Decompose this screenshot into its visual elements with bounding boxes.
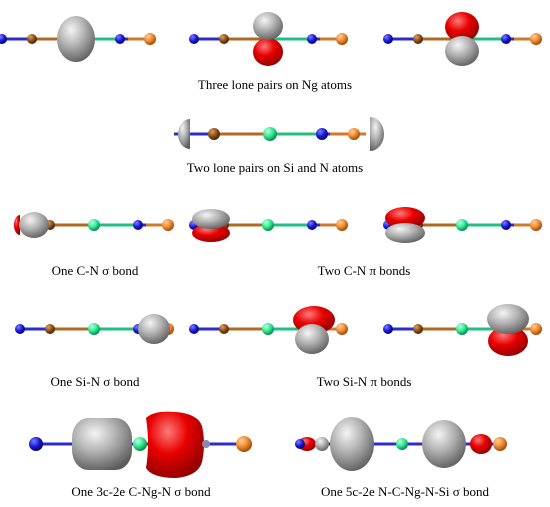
lone-pair-lobe-n — [178, 119, 190, 149]
bond-lobe-negative — [146, 411, 204, 478]
sigma-lobe — [19, 212, 49, 238]
row3-left-panel — [14, 212, 174, 238]
atom-Si — [144, 33, 156, 45]
row3-right-panel-b — [383, 207, 542, 243]
caption-sin-sigma: One Si-N σ bond — [51, 374, 140, 389]
caption-lone-pairs-ng: Three lone pairs on Ng atoms — [198, 77, 352, 92]
row1-panel-c — [383, 12, 542, 66]
pi-lobe-negative — [385, 207, 425, 229]
positive-lobe — [253, 12, 283, 40]
row2-panel — [174, 117, 384, 151]
caption-cn-pi: Two C-N π bonds — [318, 263, 411, 278]
bond-lobe-right — [422, 420, 466, 468]
caption-cn-sigma: One C-N σ bond — [52, 263, 139, 278]
row4-right-panel-b — [383, 304, 542, 356]
caption-sin-pi: Two Si-N π bonds — [317, 374, 412, 389]
bond-lobe-left — [330, 417, 374, 471]
lone-pair-lobe-si — [370, 117, 384, 151]
row3-right-panel-a — [189, 209, 348, 242]
pi-lobe-negative — [488, 326, 528, 356]
pi-lobe-negative — [192, 224, 230, 242]
pi-lobe-positive — [487, 304, 529, 334]
negative-lobe — [445, 12, 479, 42]
atom-N — [115, 34, 125, 44]
atom-N — [0, 34, 7, 44]
negative-lobe — [253, 38, 283, 66]
positive-lobe — [445, 36, 479, 66]
row5-right-panel — [295, 417, 507, 471]
row1-panel-a — [0, 16, 156, 62]
bond-lobe-positive — [72, 418, 132, 470]
atom-C — [27, 34, 37, 44]
lone-pair-lobe — [57, 16, 95, 62]
row4-left-panel — [15, 314, 174, 344]
pi-lobe-positive — [385, 223, 425, 243]
sigma-lobe — [138, 314, 170, 344]
caption-lone-pairs-si-n: Two lone pairs on Si and N atoms — [187, 160, 363, 175]
pi-lobe-positive — [192, 209, 230, 229]
row5-left-panel — [29, 411, 252, 478]
pi-lobe-positive — [295, 324, 329, 354]
row4-right-panel-a — [189, 306, 348, 354]
row1-panel-b — [189, 12, 348, 66]
caption-5c2e: One 5c-2e N-C-Ng-N-Si σ bond — [321, 484, 490, 499]
caption-3c2e: One 3c-2e C-Ng-N σ bond — [71, 484, 211, 499]
